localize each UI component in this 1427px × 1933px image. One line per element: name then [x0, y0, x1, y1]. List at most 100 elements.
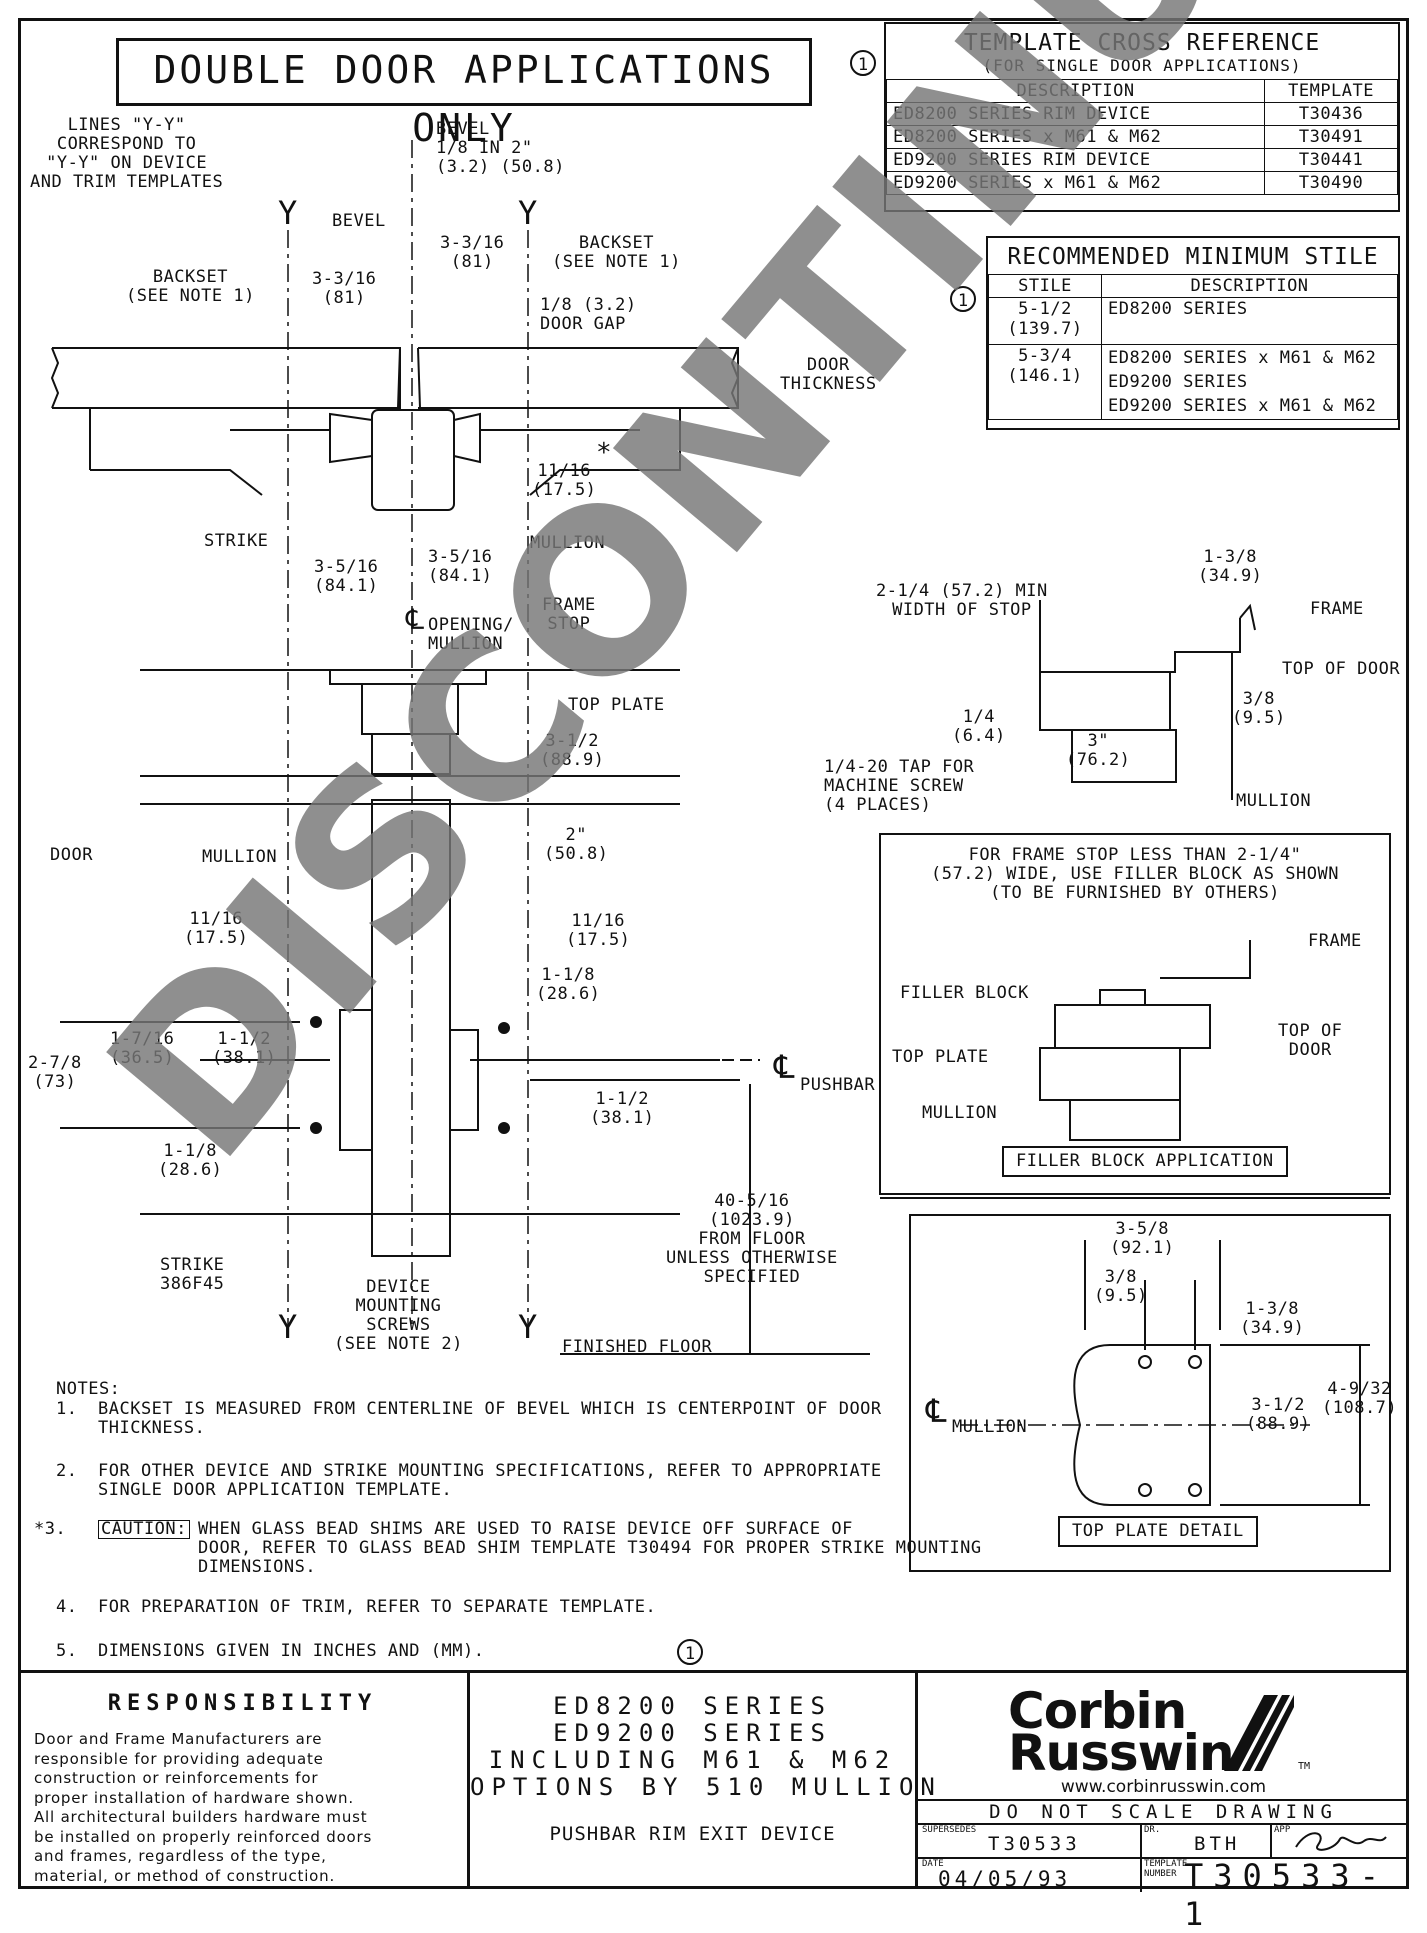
stile-title: RECOMMENDED MINIMUM STILE	[1007, 244, 1379, 270]
label-finished-floor: FINISHED FLOOR	[562, 1337, 713, 1357]
note-text: DIMENSIONS GIVEN IN INCHES AND (MM).	[98, 1641, 485, 1661]
label-dim-1-1-8-b: 1-1/8 (28.6)	[158, 1141, 223, 1180]
page-title: DOUBLE DOOR APPLICATIONS ONLY	[116, 38, 812, 150]
note-number: 4.	[56, 1597, 78, 1617]
tpd-cl-symbol: ℄	[926, 1392, 948, 1430]
dr-label: DR.	[1144, 1825, 1161, 1835]
xref-cell: ED9200 SERIES x M61 & M62	[885, 171, 1266, 195]
label-mullion-top: MULLION	[530, 533, 606, 553]
label-dim-3-3-16-right: 3-3/16 (81)	[440, 233, 505, 272]
template-number-label: TEMPLATE NUMBER	[1144, 1859, 1188, 1879]
label-asterisk: *	[596, 438, 613, 468]
notes-heading: NOTES:	[56, 1379, 121, 1399]
template-number: T30533-1	[1184, 1857, 1389, 1933]
logo-tm: TM	[1298, 1761, 1311, 1772]
label-lines-yy: LINES "Y-Y" CORRESPOND TO "Y-Y" ON DEVIC…	[30, 115, 224, 192]
tpd-dim-1-3-8: 1-3/8 (34.9)	[1240, 1299, 1305, 1338]
label-dim-3-5-16-left: 3-5/16 (84.1)	[314, 557, 379, 596]
label-dim-40: 40-5/16 (1023.9) FROM FLOOR UNLESS OTHER…	[666, 1191, 838, 1287]
label-top-of-door: TOP OF DOOR	[1282, 659, 1401, 679]
filler-caption: FILLER BLOCK APPLICATION	[1002, 1146, 1288, 1177]
label-mullion: MULLION	[202, 847, 278, 867]
note-text: BACKSET IS MEASURED FROM CENTERLINE OF B…	[98, 1399, 882, 1438]
stile-cell: 5-1/2 (139.7)	[988, 297, 1102, 345]
series-block: ED8200 SERIES ED9200 SERIES INCLUDING M6…	[470, 1670, 942, 1889]
xref-header-description: DESCRIPTION	[885, 79, 1266, 103]
responsibility-block: RESPONSIBILITY Door and Frame Manufactur…	[18, 1670, 470, 1889]
table-row: 5-1/2 (139.7)ED8200 SERIES	[988, 297, 1398, 345]
drawing-sheet	[18, 18, 1409, 1889]
label-cl-pushbar: PUSHBAR	[800, 1075, 876, 1095]
supersedes-value: T30533	[988, 1833, 1081, 1855]
responsibility-title: RESPONSIBILITY	[107, 1691, 378, 1716]
stile-header-description: DESCRIPTION	[1101, 274, 1398, 298]
label-dim-11-16-right: 11/16 (17.5)	[566, 911, 631, 950]
label-y-right: Y	[518, 194, 538, 232]
label-frame-stop: FRAME STOP	[542, 595, 596, 634]
label-backset-left: BACKSET (SEE NOTE 1)	[126, 267, 255, 306]
date-value: 04/05/93	[938, 1867, 1072, 1891]
label-dim-2: 2" (50.8)	[544, 825, 609, 864]
label-y-bottom-left: Y	[278, 1308, 298, 1346]
tpd-dim-3-8: 3/8 (9.5)	[1094, 1267, 1148, 1306]
xref-cell: T30441	[1264, 148, 1398, 172]
label-dim-1-3-8: 1-3/8 (34.9)	[1198, 547, 1263, 586]
label-dim-1-1-2: 1-1/2 (38.1)	[212, 1029, 277, 1068]
label-door: DOOR	[50, 845, 93, 865]
label-tap: 1/4-20 TAP FOR MACHINE SCREW (4 PLACES)	[824, 757, 975, 815]
label-bevel-top: BEVEL 1/8 IN 2" (3.2) (50.8)	[436, 119, 565, 177]
label-dim-1-4: 1/4 (6.4)	[952, 707, 1006, 746]
stile-cell: 5-3/4 (146.1)	[988, 344, 1102, 420]
label-mullion-right: MULLION	[1236, 791, 1312, 811]
label-dim-3-1-2: 3-1/2 (88.9)	[540, 731, 605, 770]
label-dim-1-1-2-b: 1-1/2 (38.1)	[590, 1089, 655, 1128]
note-number: *3.	[34, 1519, 67, 1539]
series-text: ED8200 SERIES ED9200 SERIES INCLUDING M6…	[470, 1692, 942, 1801]
label-dim-3-8: 3/8 (9.5)	[1232, 689, 1286, 728]
dr-value: BTH	[1194, 1833, 1241, 1855]
template-xref-box: TEMPLATE CROSS REFERENCE (FOR SINGLE DOO…	[884, 22, 1400, 212]
label-dim-3-3-16-left: 3-3/16 (81)	[312, 269, 377, 308]
label-cl-opening: OPENING/ MULLION	[428, 615, 514, 654]
label-backset-right: BACKSET (SEE NOTE 1)	[552, 233, 681, 272]
label-cl-pushbar-symbol: ℄	[774, 1048, 796, 1086]
note-text: FOR PREPARATION OF TRIM, REFER TO SEPARA…	[98, 1597, 657, 1617]
label-dim-1-7-16: 1-7/16 (36.5)	[110, 1029, 175, 1068]
xref-subtitle: (FOR SINGLE DOOR APPLICATIONS)	[982, 56, 1302, 75]
label-strike: STRIKE	[204, 531, 269, 551]
label-top-plate: TOP PLATE	[568, 695, 665, 715]
do-not-scale: DO NOT SCALE DRAWING	[989, 1801, 1338, 1823]
product-name: PUSHBAR RIM EXIT DEVICE	[549, 1823, 836, 1845]
xref-cell: T30436	[1264, 102, 1398, 126]
xref-header-template: TEMPLATE	[1264, 79, 1398, 103]
label-dim-1-1-8-top: 1-1/8 (28.6)	[536, 965, 601, 1004]
xref-title: TEMPLATE CROSS REFERENCE	[963, 30, 1321, 56]
tpd-dim-3-1-2: 3-1/2 (88.9)	[1246, 1395, 1311, 1434]
note-number: 2.	[56, 1461, 78, 1481]
stile-header-stile: STILE	[988, 274, 1102, 298]
tpd-caption: TOP PLATE DETAIL	[1058, 1516, 1258, 1547]
note-number: 5.	[56, 1641, 78, 1661]
xref-cell: ED8200 SERIES RIM DEVICE	[885, 102, 1266, 126]
logo-russwin: Russwin	[1008, 1724, 1235, 1782]
label-dim-11-16-top: 11/16 (17.5)	[532, 461, 597, 500]
tpd-dim-4-9-32: 4-9/32 (108.7)	[1322, 1379, 1398, 1418]
filler-mullion: MULLION	[922, 1103, 998, 1123]
revision-mark-stile: 1	[950, 286, 976, 312]
app-label: APP	[1274, 1825, 1291, 1835]
label-dim-3-5-16-right: 3-5/16 (84.1)	[428, 547, 493, 586]
label-strike-386: STRIKE 386F45	[160, 1255, 225, 1294]
table-row: 5-3/4 (146.1)ED8200 SERIES x M61 & M62 E…	[988, 344, 1398, 420]
revision-mark: 1	[850, 50, 876, 76]
label-dim-3: 3" (76.2)	[1066, 731, 1131, 770]
revision-mark-notes: 1	[677, 1639, 703, 1665]
label-door-gap: 1/8 (3.2) DOOR GAP	[540, 295, 637, 334]
label-y-left: Y	[278, 194, 298, 232]
tpd-cl-mullion: MULLION	[952, 1417, 1028, 1437]
website: www.corbinrusswin.com	[1060, 1777, 1267, 1797]
